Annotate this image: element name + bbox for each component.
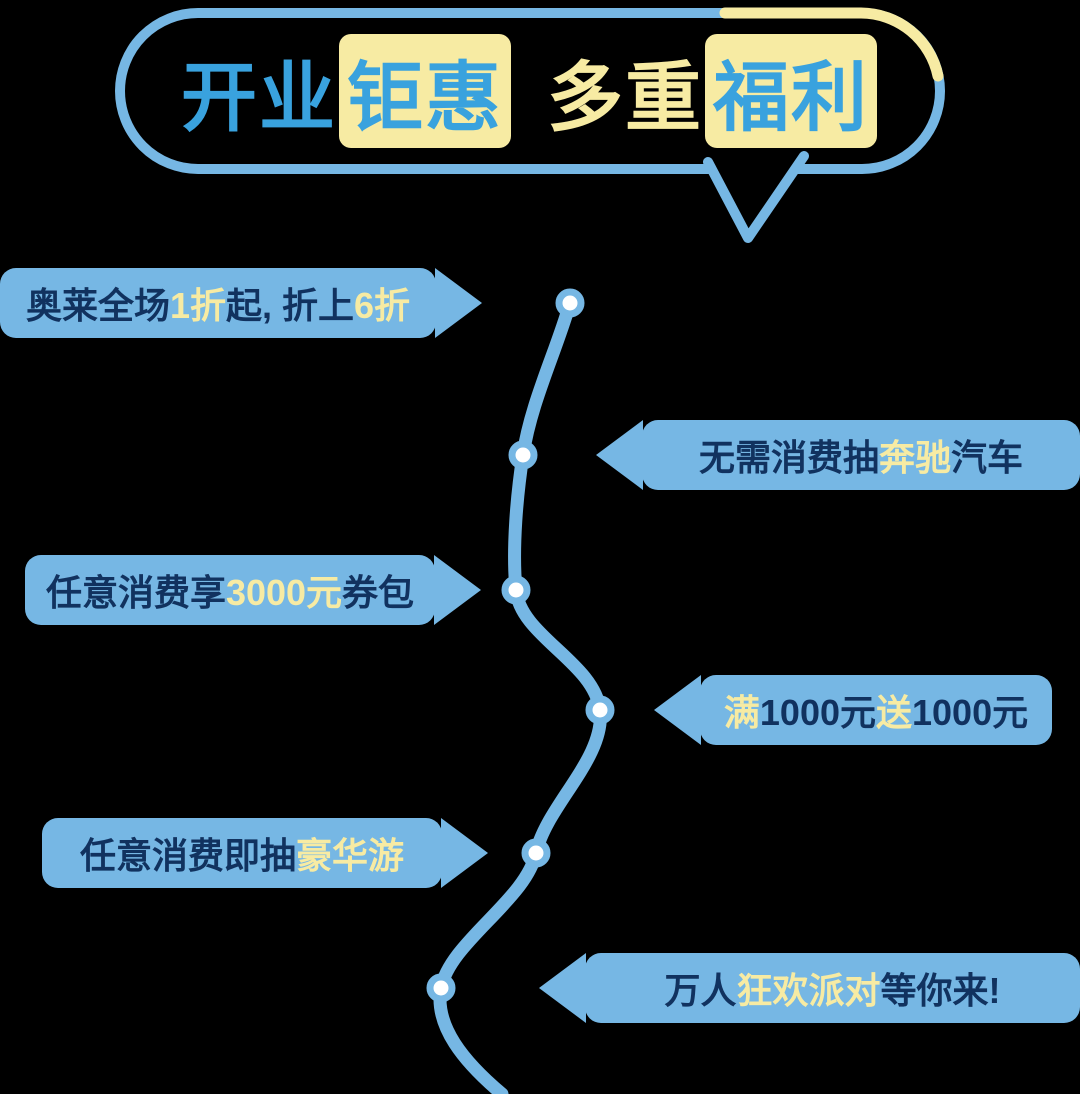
- timeline-node: [521, 838, 551, 868]
- banner-arrow-left-icon: [654, 675, 701, 745]
- banner-text: 等你来!: [880, 970, 1001, 1011]
- banner-arrow-right-icon: [441, 818, 488, 888]
- banner-text-highlight: 豪华游: [296, 835, 405, 876]
- banner-arrow-left-icon: [596, 420, 643, 490]
- title-pill: 开业钜惠多重福利: [115, 8, 945, 174]
- banner-text: 1000元: [759, 692, 876, 733]
- banner-text-highlight: 奔驰: [878, 437, 951, 478]
- banner-text-highlight: 3000元: [225, 572, 343, 613]
- banner-party: 万人狂欢派对等你来!: [539, 953, 1080, 1023]
- banner-text-highlight: 狂欢派对: [736, 970, 881, 1011]
- banner-text: 起, 折上: [226, 285, 355, 326]
- banner-arrow-left-icon: [539, 953, 586, 1023]
- banner-luxury-trip: 任意消费即抽豪华游: [42, 818, 488, 888]
- banner-arrow-right-icon: [434, 555, 481, 625]
- banner-text: 任意消费享: [45, 572, 226, 613]
- banner-text: 汽车: [951, 437, 1024, 478]
- title-segment: 多重: [547, 56, 703, 141]
- timeline-node: [555, 288, 585, 318]
- page-title: 开业钜惠多重福利: [181, 34, 879, 148]
- timeline-node: [508, 440, 538, 470]
- timeline-node: [501, 575, 531, 605]
- banner-text: 券包: [342, 572, 415, 613]
- title-segment: 开业: [181, 56, 337, 141]
- banner-text-highlight: 满: [723, 692, 760, 733]
- title-segment-highlight: 福利: [705, 34, 877, 148]
- title-segment-highlight: 钜惠: [339, 34, 511, 148]
- banner-text: 1000元: [912, 692, 1029, 733]
- banner-text-highlight: 1折: [169, 285, 226, 326]
- banner-arrow-right-icon: [435, 268, 482, 338]
- banner-text: 万人: [664, 970, 737, 1011]
- banner-text-highlight: 6折: [354, 285, 411, 326]
- banner-text-highlight: 送: [876, 692, 913, 733]
- timeline-node: [585, 695, 615, 725]
- timeline-node: [426, 973, 456, 1003]
- banner-text: 奥莱全场: [25, 285, 170, 326]
- banner-text: 无需消费抽: [698, 437, 879, 478]
- banner-text: 任意消费即抽: [79, 835, 296, 876]
- banner-benz-lottery: 无需消费抽奔驰汽车: [596, 420, 1080, 490]
